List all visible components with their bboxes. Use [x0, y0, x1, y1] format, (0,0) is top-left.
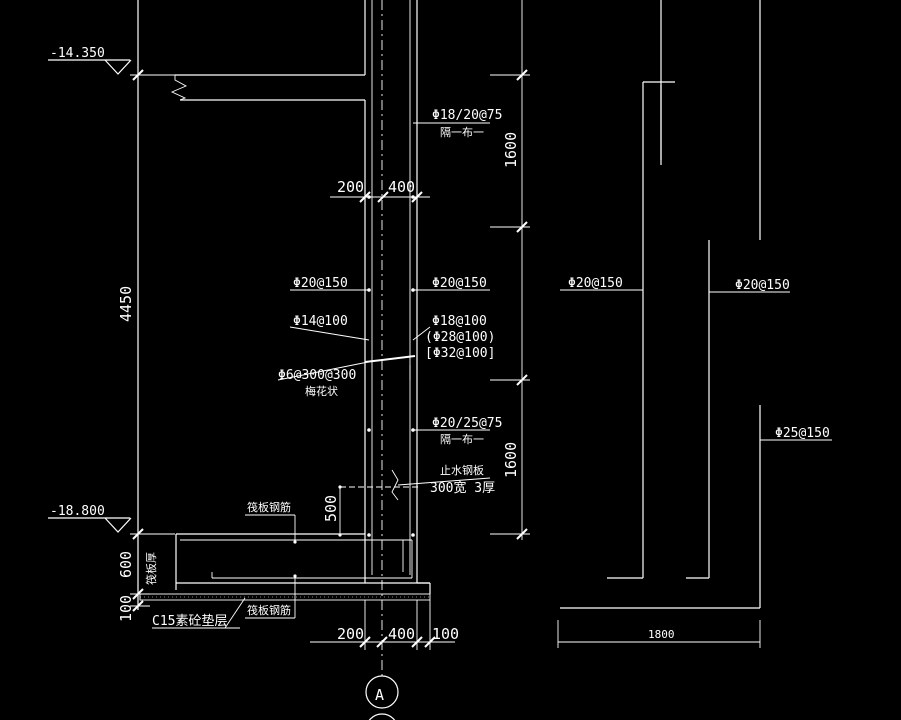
- rebar-outer-horizontal-1: Φ18@100: [432, 314, 487, 329]
- dim-100-bottom-label: 100: [432, 625, 459, 643]
- dim-200-upper-label: 200: [337, 178, 364, 196]
- rebar-outer-horizontal-3: [Φ32@100]: [425, 346, 495, 361]
- rebar-tie-note: 梅花状: [305, 384, 338, 398]
- right-zone-dims: 1600 1600: [490, 0, 530, 540]
- stop-plate-height-dim: 500: [322, 487, 341, 535]
- dim-400-upper-label: 400: [388, 178, 415, 196]
- bottom-width-dim: 200 400 100: [310, 600, 459, 650]
- elevation-top-label: -14.350: [50, 46, 105, 61]
- right-detail: Φ20@150 Φ20@150 Φ25@150 1800: [557, 0, 832, 648]
- dim-200-bottom-label: 200: [337, 625, 364, 643]
- rebar-inner-vertical-label: Φ20@150: [293, 276, 348, 291]
- raft-thickness-label: 筏板厚: [144, 552, 158, 585]
- rebar-bottom-outer-label: Φ20/25@75: [432, 416, 502, 431]
- rebar-outer-horizontal-2: (Φ28@100): [425, 330, 495, 345]
- dim-1800-label: 1800: [648, 628, 675, 641]
- dim-400-bottom-label: 400: [388, 625, 415, 643]
- rebar-outer-vertical-label: Φ20@150: [432, 276, 487, 291]
- raft-rebar-top-label: 筏板钢筋: [247, 500, 291, 514]
- elevation-bottom-label: -18.800: [50, 504, 105, 519]
- raft-rebar-bottom-label: 筏板钢筋: [247, 603, 291, 617]
- right-left-vertical-label: Φ20@150: [568, 276, 623, 291]
- rebar-annotations-wall: Φ18/20@75 隔一布一 Φ20@150 Φ20@150 Φ14@100 Φ…: [144, 108, 502, 629]
- elevation-bottom-marker: -18.800: [48, 504, 132, 533]
- rebar-top-outer-label: Φ18/20@75: [432, 108, 502, 123]
- rebar-inner-horizontal-label: Φ14@100: [293, 314, 348, 329]
- dim-4450-label: 4450: [117, 286, 135, 322]
- dim-1600-upper-label: 1600: [502, 132, 520, 168]
- axis-bubble-a: A: [365, 675, 399, 720]
- water-stop-spec: 300宽 3厚: [430, 480, 495, 496]
- water-stop-label: 止水钢板: [440, 463, 484, 477]
- rebar-top-outer-note: 隔一布一: [440, 126, 484, 139]
- dim-600-label: 600: [117, 551, 135, 578]
- upper-wall-width-dim: 200 400: [330, 178, 430, 203]
- right-lower-label: Φ25@150: [775, 426, 830, 441]
- dim-500-label: 500: [322, 495, 340, 522]
- dim-100-label: 100: [117, 595, 135, 622]
- rebar-tie-label: Φ6@300@300: [278, 368, 356, 383]
- axis-label: A: [375, 686, 384, 704]
- rebar-bottom-outer-note: 隔一布一: [440, 433, 484, 446]
- elevation-top-marker: -14.350: [48, 46, 132, 75]
- dimension-total-height: 4450 600 100: [117, 0, 175, 622]
- wall-section: [139, 0, 431, 680]
- dim-1600-lower-label: 1600: [502, 442, 520, 478]
- cushion-label: C15素砼垫层: [152, 613, 227, 629]
- right-right-vertical-label: Φ20@150: [735, 278, 790, 293]
